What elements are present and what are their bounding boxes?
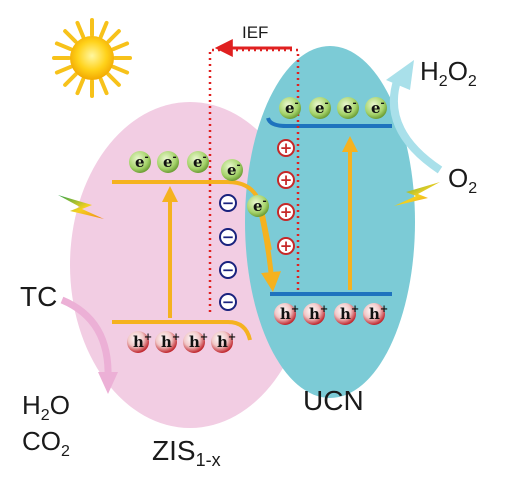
o2-reduction-arrow — [389, 76, 443, 174]
hole: h+ — [334, 303, 359, 325]
positive-charge: + — [277, 237, 295, 255]
svg-text:+: + — [280, 203, 293, 221]
electron: e- — [337, 97, 359, 119]
electron: e- — [279, 97, 301, 119]
electron: e- — [187, 151, 209, 173]
positive-charge: + — [277, 139, 295, 157]
h2o2-label: H2O2 — [420, 56, 477, 90]
ief-field-box — [208, 48, 300, 312]
electron: e- — [365, 97, 387, 119]
sun-ray — [54, 41, 73, 52]
sun-ray — [75, 20, 86, 39]
tc-degradation-arrow — [60, 296, 112, 379]
o2-reduction-arrowhead — [386, 60, 414, 90]
svg-text:+: + — [280, 171, 293, 189]
hole: h+ — [274, 303, 299, 325]
charge-carriers: e-e-e-e-e-h+h+h+h+e-e-e-e-h+h+h+h+−−−−++… — [127, 97, 388, 353]
sun-ray — [111, 64, 130, 75]
svg-text:+: + — [280, 139, 293, 157]
electron: e- — [309, 97, 331, 119]
svg-text:−: − — [222, 194, 235, 212]
sun-ray — [75, 77, 86, 96]
zis-valence-band — [112, 320, 252, 341]
sun-ray — [111, 41, 130, 52]
positive-charge: + — [277, 171, 295, 189]
electron: e- — [221, 159, 243, 181]
sun-ray — [54, 64, 73, 75]
sun-ray — [98, 77, 109, 96]
negative-charge: − — [219, 293, 237, 311]
negative-charge: − — [219, 261, 237, 279]
sun-ray — [106, 72, 121, 87]
positive-charge: + — [277, 203, 295, 221]
tc-degradation-arrowhead — [98, 372, 118, 394]
sun-ray — [63, 72, 78, 87]
hole: h+ — [363, 303, 388, 325]
light-bolt-icon — [58, 195, 104, 219]
hole: h+ — [127, 331, 152, 353]
sun-ray — [106, 29, 121, 44]
negative-charge: − — [219, 194, 237, 212]
electron: e- — [247, 195, 269, 217]
electron: e- — [157, 151, 179, 173]
zis-label: ZIS1-x — [152, 435, 221, 470]
h2o-label: H2O — [22, 390, 70, 424]
hole: h+ — [155, 331, 180, 353]
ucn-ellipse — [245, 46, 415, 398]
sun-core — [70, 36, 114, 80]
hole: h+ — [183, 331, 208, 353]
hole: h+ — [303, 303, 328, 325]
co2-label: CO2 — [22, 426, 70, 460]
svg-text:−: − — [222, 293, 235, 311]
tc-label: TC — [20, 281, 57, 312]
ucn-conduction-band — [266, 117, 392, 128]
light-bolt-icon — [394, 182, 440, 206]
svg-text:+: + — [280, 237, 293, 255]
negative-charge: − — [219, 228, 237, 246]
svg-text:−: − — [222, 261, 235, 279]
electron: e- — [129, 151, 151, 173]
ief-label: IEF — [242, 23, 268, 42]
sun-ray — [63, 29, 78, 44]
sun-ray — [98, 20, 109, 39]
sun-icon — [52, 18, 132, 98]
ucn-label: UCN — [303, 385, 364, 416]
svg-text:−: − — [222, 228, 235, 246]
o2-label: O2 — [448, 163, 477, 197]
hole: h+ — [211, 331, 236, 353]
